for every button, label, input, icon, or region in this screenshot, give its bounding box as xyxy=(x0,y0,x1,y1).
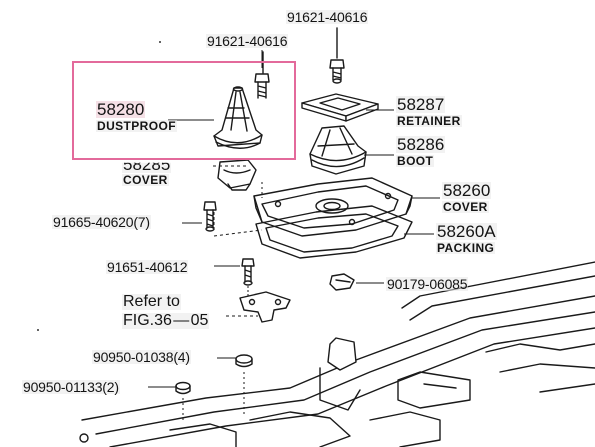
part-label-90179: 90179-06085 xyxy=(386,276,469,292)
speck xyxy=(37,329,39,331)
dustproof-boot xyxy=(213,86,263,149)
part-name-packing: PACKING xyxy=(436,241,496,255)
bracket xyxy=(239,291,291,323)
reference-line-1: Refer to xyxy=(122,293,181,310)
part-label-90950-01133: 90950-01133(2) xyxy=(22,379,120,395)
part-number-58260: 58260 xyxy=(442,181,492,200)
part-number-58286: 58286 xyxy=(396,135,446,154)
part-name-cover-small: COVER xyxy=(122,173,169,187)
floor-pan xyxy=(79,261,595,447)
nut-01133 xyxy=(175,381,191,395)
leader-lines xyxy=(148,50,440,420)
part-name-boot: BOOT xyxy=(396,154,435,168)
bolt-top-left xyxy=(254,51,270,99)
part-number-58280: 58280 xyxy=(96,100,146,119)
clip-90179 xyxy=(329,273,355,291)
part-number-58285: 58285 xyxy=(122,155,172,174)
part-name-retainer: RETAINER xyxy=(396,114,462,128)
boot xyxy=(309,125,367,175)
highlight-box xyxy=(72,61,296,160)
part-label-90950-01038: 90950-01038(4) xyxy=(92,349,191,365)
small-cover xyxy=(217,159,257,191)
bolt-91665 xyxy=(203,201,217,232)
part-number-58287: 58287 xyxy=(396,95,446,114)
nut-01038 xyxy=(235,354,253,368)
part-label-91621-top-left: 91621-40616 xyxy=(206,33,289,49)
part-label-91621-top-right: 91621-40616 xyxy=(286,9,369,25)
bolt-top-right xyxy=(329,27,345,84)
part-label-91651: 91651-40612 xyxy=(106,259,189,275)
speck xyxy=(159,41,161,43)
part-number-58260a: 58260A xyxy=(436,222,497,241)
bolt-91651 xyxy=(241,258,255,286)
retainer xyxy=(301,93,379,122)
part-name-cover-plate: COVER xyxy=(442,200,489,214)
cover-plate xyxy=(253,177,413,237)
reference-line-2: FIG.36 — 05 xyxy=(122,312,210,329)
part-name-dustproof: DUSTPROOF xyxy=(96,119,177,133)
packing xyxy=(255,205,413,259)
part-label-91665: 91665-40620(7) xyxy=(52,214,151,230)
